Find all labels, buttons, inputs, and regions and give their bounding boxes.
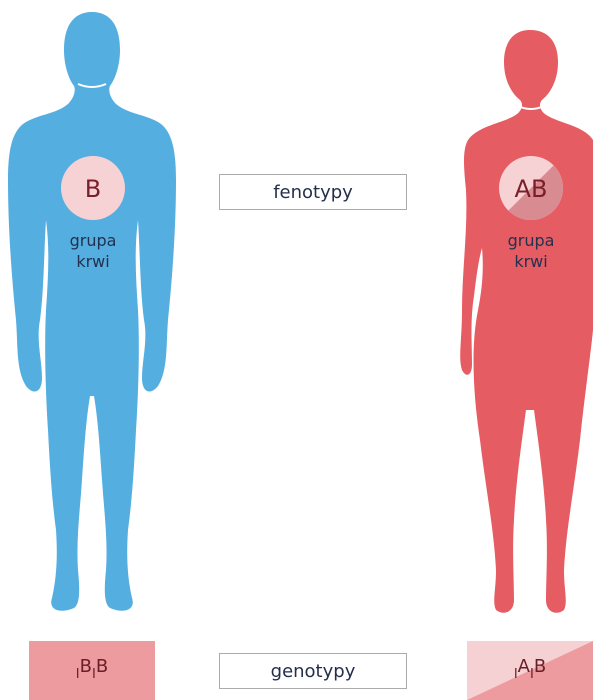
female-genotype-box: IAIB	[467, 641, 593, 700]
male-genotype-allele-2: B	[96, 656, 108, 677]
male-group-line1: grupa	[70, 231, 117, 250]
phenotypes-label: fenotypy	[219, 174, 407, 210]
genotypes-text: genotypy	[271, 661, 356, 682]
female-figure: AB grupa krwi	[460, 30, 593, 613]
female-group-line2: krwi	[514, 252, 547, 271]
male-group-line2: krwi	[76, 252, 109, 271]
male-figure: B grupa krwi	[8, 12, 176, 611]
female-silhouette	[460, 30, 593, 613]
female-genotype-allele-2: B	[534, 656, 546, 677]
female-blood-type: AB	[515, 175, 548, 203]
male-genotype-allele-1: B	[80, 656, 92, 677]
phenotypes-text: fenotypy	[273, 182, 353, 203]
male-blood-type: B	[85, 175, 101, 203]
male-genotype-box: IBIB	[29, 641, 155, 700]
female-genotype-allele-1: A	[518, 656, 531, 677]
female-group-line1: grupa	[508, 231, 555, 250]
genotypes-label: genotypy	[219, 653, 407, 689]
male-silhouette	[8, 12, 176, 611]
